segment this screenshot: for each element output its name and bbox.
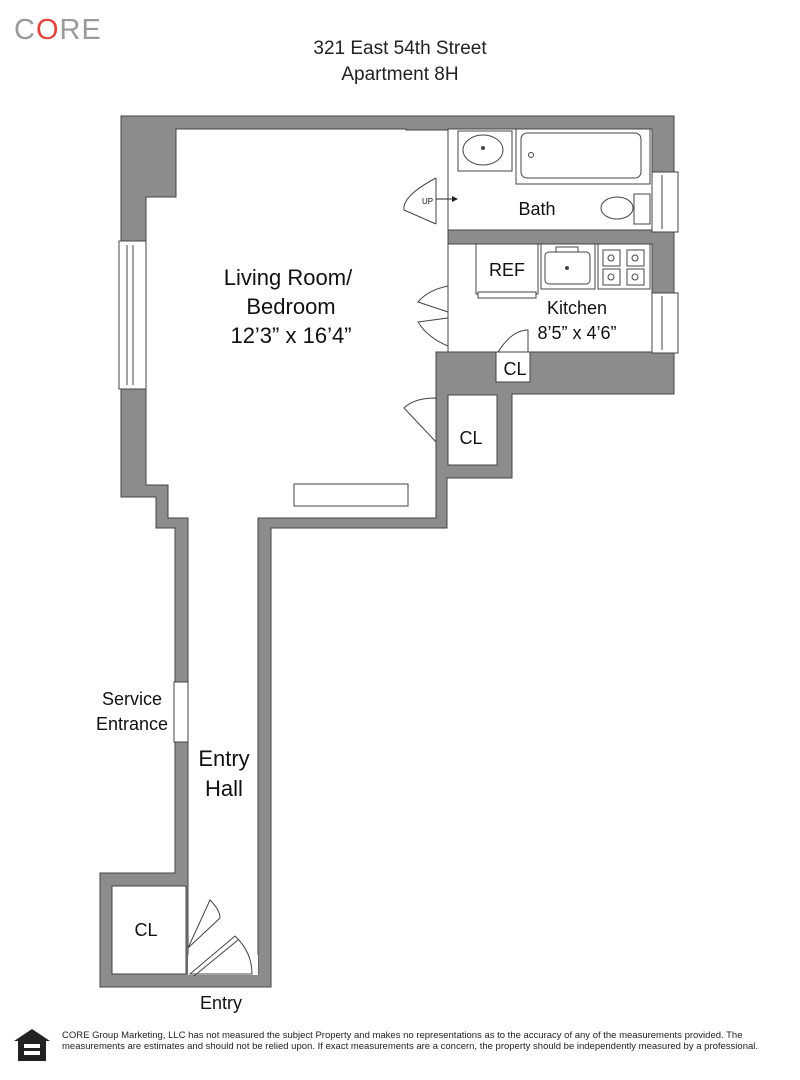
toilet <box>600 196 634 220</box>
entry-closet-door <box>187 899 221 949</box>
radiator <box>293 483 409 507</box>
living-room-label-2: Bedroom <box>246 294 335 319</box>
entry-hall-label: Entry <box>198 746 249 771</box>
living-room-label: Living Room/ <box>224 265 353 290</box>
entry-closet-label: CL <box>134 920 157 940</box>
window-bath <box>651 171 679 233</box>
kitchen-door-upper <box>417 285 449 313</box>
unit-number: Apartment 8H <box>341 64 459 85</box>
kitchen-door-lower <box>417 317 449 347</box>
bath-door <box>403 177 437 225</box>
entry-label: Entry <box>200 993 242 1013</box>
disclaimer: CORE Group Marketing, LLC has not measur… <box>62 1030 759 1052</box>
service-entrance-label: Service <box>102 689 162 709</box>
kitchen-closet-label: CL <box>503 359 526 379</box>
service-entrance-label-2: Entrance <box>96 714 168 734</box>
kitchen-label: Kitchen <box>547 298 607 318</box>
refrigerator <box>475 243 539 295</box>
window-kitchen <box>651 292 679 354</box>
closet-label: CL <box>459 428 482 448</box>
entry-closet <box>111 885 187 975</box>
address: 321 East 54th Street <box>313 38 487 59</box>
equal-housing-icon <box>14 1029 50 1061</box>
kitchen-dims: 8’5” x 4’6” <box>537 323 616 343</box>
ref-label: REF <box>489 260 525 280</box>
entry-hall-label-2: Hall <box>205 776 243 801</box>
closet-upper <box>447 394 498 466</box>
bath-label: Bath <box>518 199 555 219</box>
entry-door <box>188 935 253 975</box>
kitchen-closet-door <box>497 329 529 353</box>
core-logo: CORE <box>14 14 102 46</box>
up-label: UP <box>422 197 433 206</box>
closet-door <box>403 397 437 444</box>
service-entrance-opening <box>173 681 189 743</box>
living-room-dims: 12’3” x 16’4” <box>230 323 351 348</box>
